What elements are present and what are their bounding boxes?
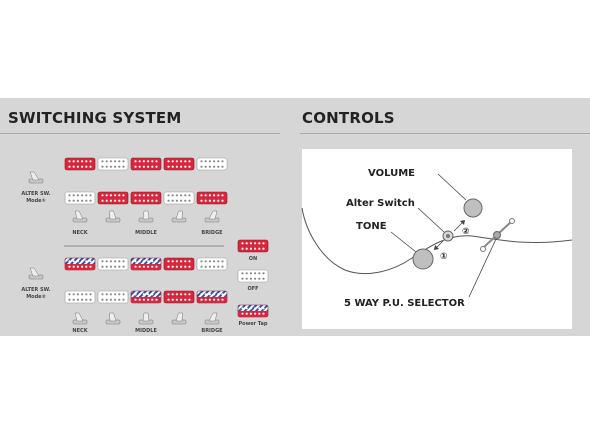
marker-one: ① xyxy=(440,252,448,262)
svg-text:ALTER SW.: ALTER SW. xyxy=(21,287,50,293)
mode1-selector-position xyxy=(171,210,187,223)
mode1-bridge-pickup xyxy=(64,191,96,205)
mode1-position-label: MIDDLE xyxy=(135,230,157,236)
alter-mode2-arrow xyxy=(453,221,464,232)
legend-off-swatch xyxy=(237,269,269,283)
mode1-bridge-pickup xyxy=(196,191,228,205)
mode2-position-label: NECK xyxy=(72,328,88,334)
alter-mode1-arrowhead xyxy=(434,245,439,250)
mode2-neck-pickup xyxy=(130,257,162,271)
volume-knob xyxy=(463,198,483,218)
alter-mode2-label: ALTER SW.Mode② xyxy=(21,267,51,300)
mode2-selector-position xyxy=(171,312,187,325)
alter-switch-icon xyxy=(28,171,44,184)
alter-switch-label: Alter Switch xyxy=(346,198,415,209)
guitar-body-outline xyxy=(301,207,573,275)
mode2-bridge-pickup xyxy=(163,290,195,304)
mode2-neck-pickup xyxy=(196,257,228,271)
selector-callout-line xyxy=(468,238,497,298)
svg-text:ALTER SW.: ALTER SW. xyxy=(21,191,50,197)
mode2-bridge-pickup xyxy=(64,290,96,304)
mode2-position-label: BRIDGE xyxy=(201,328,223,334)
controls-panel xyxy=(302,149,572,329)
volume-callout-line xyxy=(437,173,467,201)
mode1-bridge-pickup xyxy=(97,191,129,205)
mode1-bridge-pickup xyxy=(130,191,162,205)
mode2-selector-position xyxy=(72,312,88,325)
mode2-position-label: MIDDLE xyxy=(135,328,157,334)
tone-callout-line xyxy=(390,231,417,253)
switching-system-title: SWITCHING SYSTEM xyxy=(8,109,182,127)
alter-switch-center xyxy=(446,234,450,238)
mode1-selector-position xyxy=(204,210,220,223)
selector-label: 5 WAY P.U. SELECTOR xyxy=(344,298,465,309)
controls-title-rule xyxy=(300,133,590,134)
mode1-selector-position xyxy=(105,210,121,223)
alter-mode1-arrow xyxy=(435,240,444,249)
mode1-position-label: NECK xyxy=(72,230,88,236)
mode1-selector-position xyxy=(138,210,154,223)
alter-mode1-label: ALTER SW.Mode① xyxy=(21,171,51,204)
legend-off-label: OFF xyxy=(247,286,258,292)
alter-switch-icon xyxy=(28,267,44,280)
mode1-bridge-pickup xyxy=(163,191,195,205)
mode1-neck-pickup xyxy=(196,157,228,171)
tone-label: TONE xyxy=(356,221,387,232)
selector-screw-bottom xyxy=(480,246,486,252)
legend-on-swatch xyxy=(237,239,269,253)
marker-two: ② xyxy=(462,227,470,237)
mode2-neck-pickup xyxy=(64,257,96,271)
mode2-bridge-pickup xyxy=(196,290,228,304)
legend-tap-label: Power Tap xyxy=(238,321,267,327)
switching-pickup-grid: NECK MIDDLE BRIDGE NECK MIDDLE BRIDGE xyxy=(64,157,228,334)
mode1-neck-pickup xyxy=(163,157,195,171)
mode2-selector-position xyxy=(138,312,154,325)
mode2-selector-position xyxy=(105,312,121,325)
volume-label: VOLUME xyxy=(368,168,415,179)
controls-title: CONTROLS xyxy=(302,109,395,127)
mode1-neck-pickup xyxy=(130,157,162,171)
switching-title-rule xyxy=(0,133,280,134)
mode2-selector-position xyxy=(204,312,220,325)
mode2-neck-pickup xyxy=(97,257,129,271)
alter-callout-line xyxy=(417,207,445,233)
svg-text:Mode①: Mode① xyxy=(26,198,46,204)
mode1-position-label: BRIDGE xyxy=(201,230,223,236)
legend-tap-swatch xyxy=(237,304,269,318)
alter-mode2-arrowhead xyxy=(460,220,465,225)
selector-tip xyxy=(493,231,501,239)
tone-knob xyxy=(412,248,434,270)
mode1-neck-pickup xyxy=(97,157,129,171)
legend-on-label: ON xyxy=(249,256,257,262)
selector-screw-top xyxy=(509,218,515,224)
mode1-selector-position xyxy=(72,210,88,223)
svg-text:Mode②: Mode② xyxy=(26,294,46,300)
pickup-legend: ON OFF Power Tap xyxy=(237,239,269,327)
mode2-bridge-pickup xyxy=(97,290,129,304)
mode1-neck-pickup xyxy=(64,157,96,171)
mode2-bridge-pickup xyxy=(130,290,162,304)
mode2-neck-pickup xyxy=(163,257,195,271)
